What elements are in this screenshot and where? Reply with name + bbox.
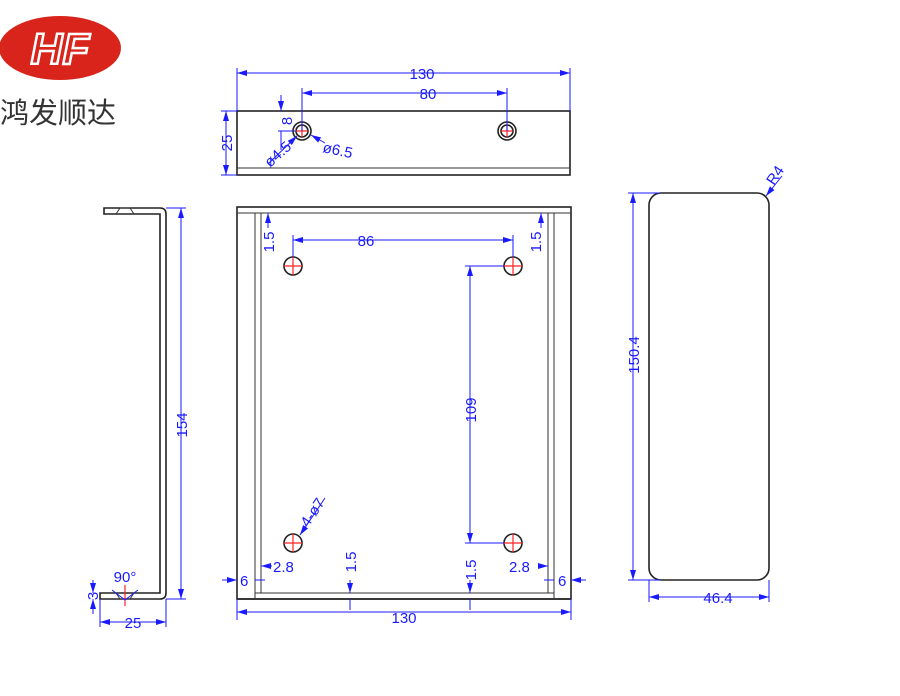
side-view: 154 25 3 90°: [85, 207, 191, 632]
dim-front-edge-left: 6: [240, 573, 248, 590]
dim-front-margin-top-right: 1.5: [528, 232, 545, 253]
company-logo: HF 鸿发顺达: [0, 16, 121, 130]
logo-mark: HF: [31, 25, 91, 74]
dim-right-radius: R4: [763, 163, 788, 188]
dim-front-margin-top-left: 1.5: [261, 232, 278, 253]
dim-front-margin-bottom-left: 1.5: [343, 552, 360, 573]
dim-top-hole-offset: 8: [279, 117, 296, 125]
right-view: 150.4 46.4 R4: [626, 163, 788, 607]
dim-front-width: 130: [391, 610, 416, 627]
dim-side-height: 154: [174, 412, 191, 437]
dim-top-hole-spacing: 80: [420, 86, 437, 103]
dim-front-margin-bottom-right: 1.5: [463, 560, 480, 581]
front-view: 86 109 4-ø7 130 1.5 1.5 1.5 1.5 2.8 2.8 …: [222, 206, 586, 627]
dim-front-hole-spacing-y: 109: [463, 397, 480, 422]
dim-right-width: 46.4: [703, 590, 732, 607]
company-name: 鸿发顺达: [0, 97, 116, 130]
dim-side-angle: 90°: [114, 569, 137, 586]
dim-top-height: 25: [219, 135, 236, 152]
dim-front-hole-spacing-x: 86: [358, 233, 375, 250]
dim-outer-dia: ø6.5: [321, 139, 354, 162]
dim-front-offset-left: 2.8: [273, 559, 294, 576]
dim-side-flange: 3: [85, 592, 102, 600]
dim-right-height: 150.4: [626, 336, 643, 374]
dim-side-depth: 25: [125, 615, 142, 632]
dim-front-edge-right: 6: [558, 573, 566, 590]
dim-top-width: 130: [409, 66, 434, 83]
top-view: 130 80 25 8 ø4.5 ø6.5: [219, 66, 571, 176]
dim-front-offset-right: 2.8: [509, 559, 530, 576]
